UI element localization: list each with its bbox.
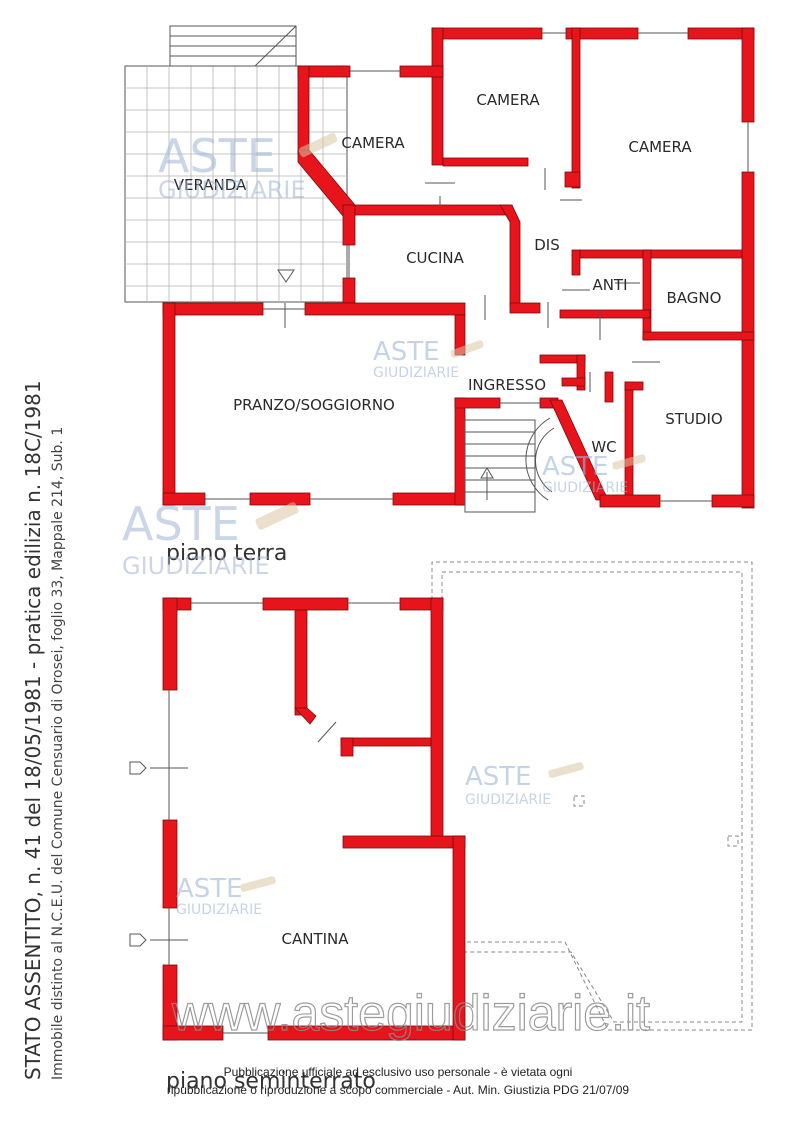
watermark-aste: ASTE <box>158 129 276 183</box>
room-ingresso: INGRESSO <box>468 376 546 394</box>
room-wc: WC <box>591 438 616 456</box>
entry-arrow-icon <box>277 269 295 283</box>
watermark-url: www.astegiudiziarie.it <box>171 985 650 1041</box>
veranda-area <box>124 25 348 303</box>
room-bagno: BAGNO <box>667 289 722 307</box>
room-dis: DIS <box>534 236 560 254</box>
basement-floor-label: piano seminterrato <box>166 1069 376 1094</box>
room-anti: ANTI <box>592 276 627 294</box>
watermark-giudiziarie: GIUDIZIARIE <box>158 176 306 204</box>
basement-walls <box>162 597 466 1041</box>
room-veranda: VERANDA <box>174 176 247 194</box>
room-camera-1: CAMERA <box>341 134 405 152</box>
basement-dashed-outline <box>431 561 753 1031</box>
watermark-giudiziarie: GIUDIZIARIE <box>373 365 459 381</box>
room-camera-2: CAMERA <box>476 91 540 109</box>
room-pranzo-soggiorno: PRANZO/SOGGIORNO <box>233 396 395 414</box>
watermark-aste: ASTE <box>373 337 440 367</box>
room-cucina: CUCINA <box>406 249 465 267</box>
watermark-giudiziarie: GIUDIZIARIE <box>176 902 262 918</box>
watermark-aste: ASTE <box>122 497 240 551</box>
watermark-giudiziarie: GIUDIZIARIE <box>542 480 628 496</box>
ground-floor-plan: VERANDA CAMERA CAMERA CAMERA CUCINA DIS … <box>124 25 755 566</box>
watermark-giudiziarie: GIUDIZIARIE <box>465 792 551 808</box>
veranda-stair <box>169 25 297 67</box>
ground-walls <box>162 27 755 509</box>
side-subtitle: Immobile distinto al N.C.E.U. del Comune… <box>50 427 66 1080</box>
watermark-giudiziarie: GIUDIZIARIE <box>122 552 270 580</box>
side-title: STATO ASSENTITO, n. 41 del 18/05/1981 - … <box>21 380 45 1080</box>
room-camera-3: CAMERA <box>628 138 692 156</box>
footer-line-1: Pubblicazione ufficiale ad esclusivo uso… <box>224 1065 573 1079</box>
entrance-stair <box>464 417 555 513</box>
gavel-icons <box>240 133 646 892</box>
watermark-aste: ASTE <box>465 762 532 792</box>
stair-up-arrow-icon <box>480 467 494 479</box>
basement-openings <box>129 602 400 1034</box>
watermark-aste: ASTE <box>542 452 609 482</box>
basement-entry-arrow-icon <box>129 761 147 775</box>
watermark-aste: ASTE <box>176 874 243 904</box>
basement-plan: CANTINA piano seminterrato <box>129 561 753 1094</box>
basement-entry-arrow-icon-2 <box>129 933 147 947</box>
room-studio: STUDIO <box>665 410 722 428</box>
ground-floor-label: piano terra <box>166 541 287 566</box>
ground-openings <box>205 32 749 502</box>
watermarks: ASTE GIUDIZIARIE ASTE GIUDIZIARIE ASTE G… <box>122 129 651 1042</box>
footer-line-2: ripubblicazione o riproduzione a scopo c… <box>167 1083 630 1097</box>
room-cantina: CANTINA <box>281 930 349 948</box>
